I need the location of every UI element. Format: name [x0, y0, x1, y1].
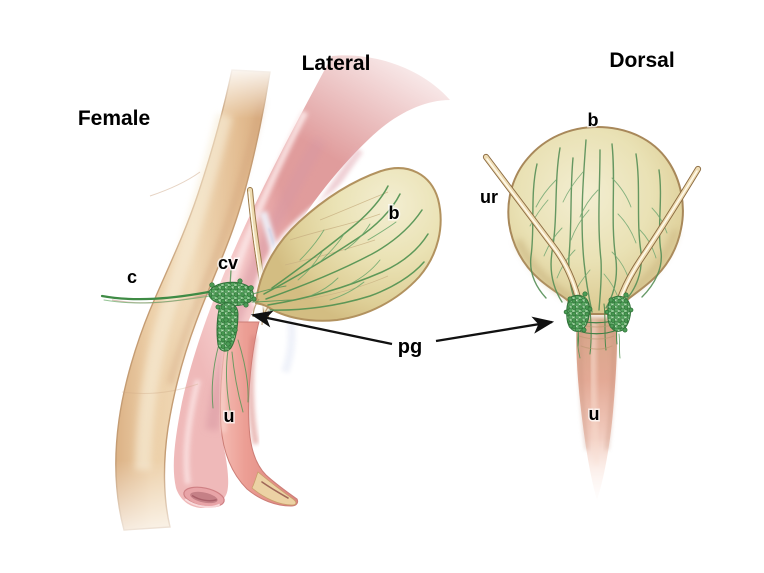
label-colon: c — [127, 267, 137, 287]
label-urethra-lateral: u — [224, 406, 235, 426]
pg-annotation: pg — [250, 310, 555, 360]
label-ureter: ur — [480, 187, 498, 207]
urethra-lateral — [219, 321, 299, 507]
arrow-to-lateral-ganglion — [250, 310, 393, 346]
urethra-dorsal — [576, 312, 618, 500]
figure-sex-label: Female — [78, 107, 150, 130]
ureters-dorsal — [482, 153, 702, 312]
panel-dorsal: b ur u — [479, 109, 702, 500]
vagina-opening — [183, 486, 225, 508]
bladder-lateral — [252, 164, 445, 326]
heading-dorsal-view: Dorsal — [609, 49, 674, 72]
nerve-threads-lateral — [211, 269, 295, 417]
panel-lateral: c cv b u — [100, 55, 450, 531]
bladder-lateral-nerves — [263, 185, 429, 311]
label-bladder-dorsal: b — [588, 110, 599, 130]
label-urethra-dorsal: u — [589, 404, 600, 424]
urethra-tip — [251, 471, 297, 506]
pelvic-ganglion-lateral — [208, 278, 257, 352]
colon — [111, 69, 271, 531]
arrow-to-dorsal-ganglion — [435, 316, 555, 343]
bladder-dorsal-nerves — [529, 139, 668, 313]
label-cervix-vagina: cv — [218, 253, 238, 273]
pelvic-ganglia-dorsal — [563, 291, 634, 359]
label-bladder-lateral: b — [389, 203, 400, 223]
label-paraganglia: pg — [398, 336, 422, 358]
heading-lateral-view: Lateral — [302, 52, 371, 75]
hypogastric-nerve — [100, 289, 216, 304]
